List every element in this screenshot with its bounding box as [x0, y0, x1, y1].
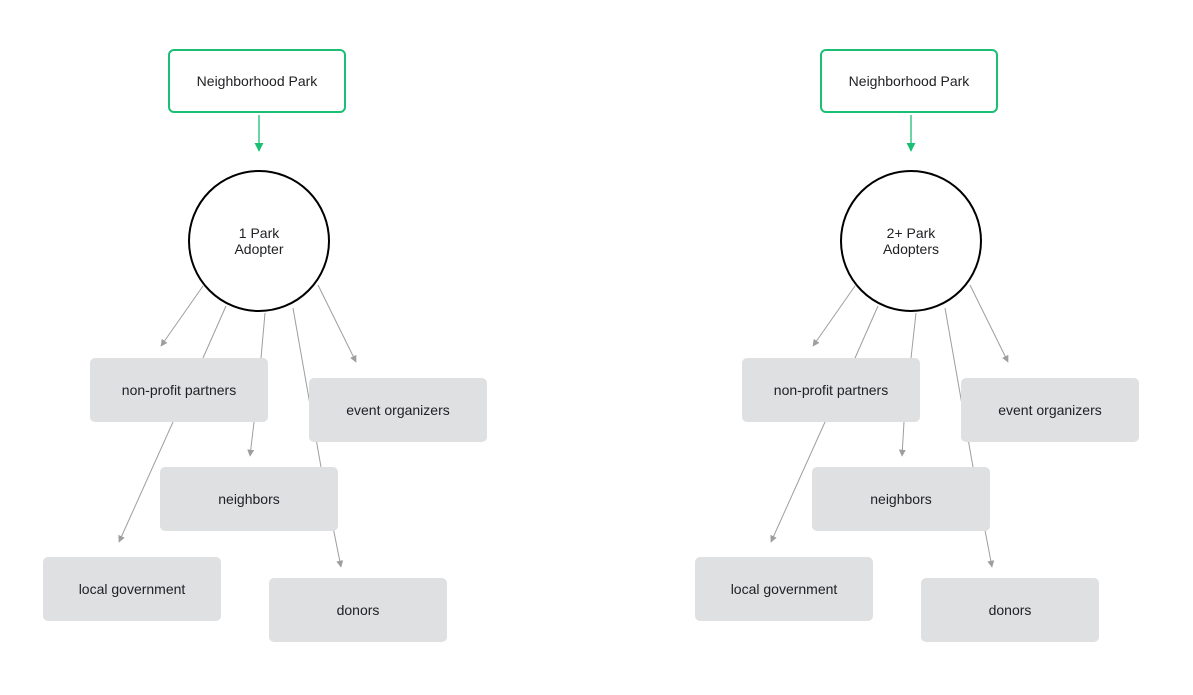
park-adopter-node: 1 Park Adopter [188, 170, 330, 312]
park-adopters-node: 2+ Park Adopters [840, 170, 982, 312]
diagram-multiple-adopters: Neighborhood Park 2+ Park Adopters non-p… [652, 0, 1172, 695]
edge-adopter-to-events [969, 284, 1009, 363]
event-organizers-node: event organizers [961, 378, 1139, 442]
neighbors-node: neighbors [160, 467, 338, 531]
nonprofit-partners-node: non-profit partners [90, 358, 268, 422]
nonprofit-partners-node: non-profit partners [742, 358, 920, 422]
local-government-node: local government [695, 557, 873, 621]
diagram-single-adopter: Neighborhood Park 1 Park Adopter non-pro… [0, 0, 520, 695]
edge-adopter-to-nonprofit [812, 285, 856, 347]
neighborhood-park-node: Neighborhood Park [820, 49, 998, 113]
neighbors-node: neighbors [812, 467, 990, 531]
neighborhood-park-node: Neighborhood Park [168, 49, 346, 113]
edge-adopter-to-nonprofit [160, 285, 204, 347]
donors-node: donors [921, 578, 1099, 642]
donors-node: donors [269, 578, 447, 642]
edge-adopter-to-events [317, 284, 357, 363]
local-government-node: local government [43, 557, 221, 621]
event-organizers-node: event organizers [309, 378, 487, 442]
